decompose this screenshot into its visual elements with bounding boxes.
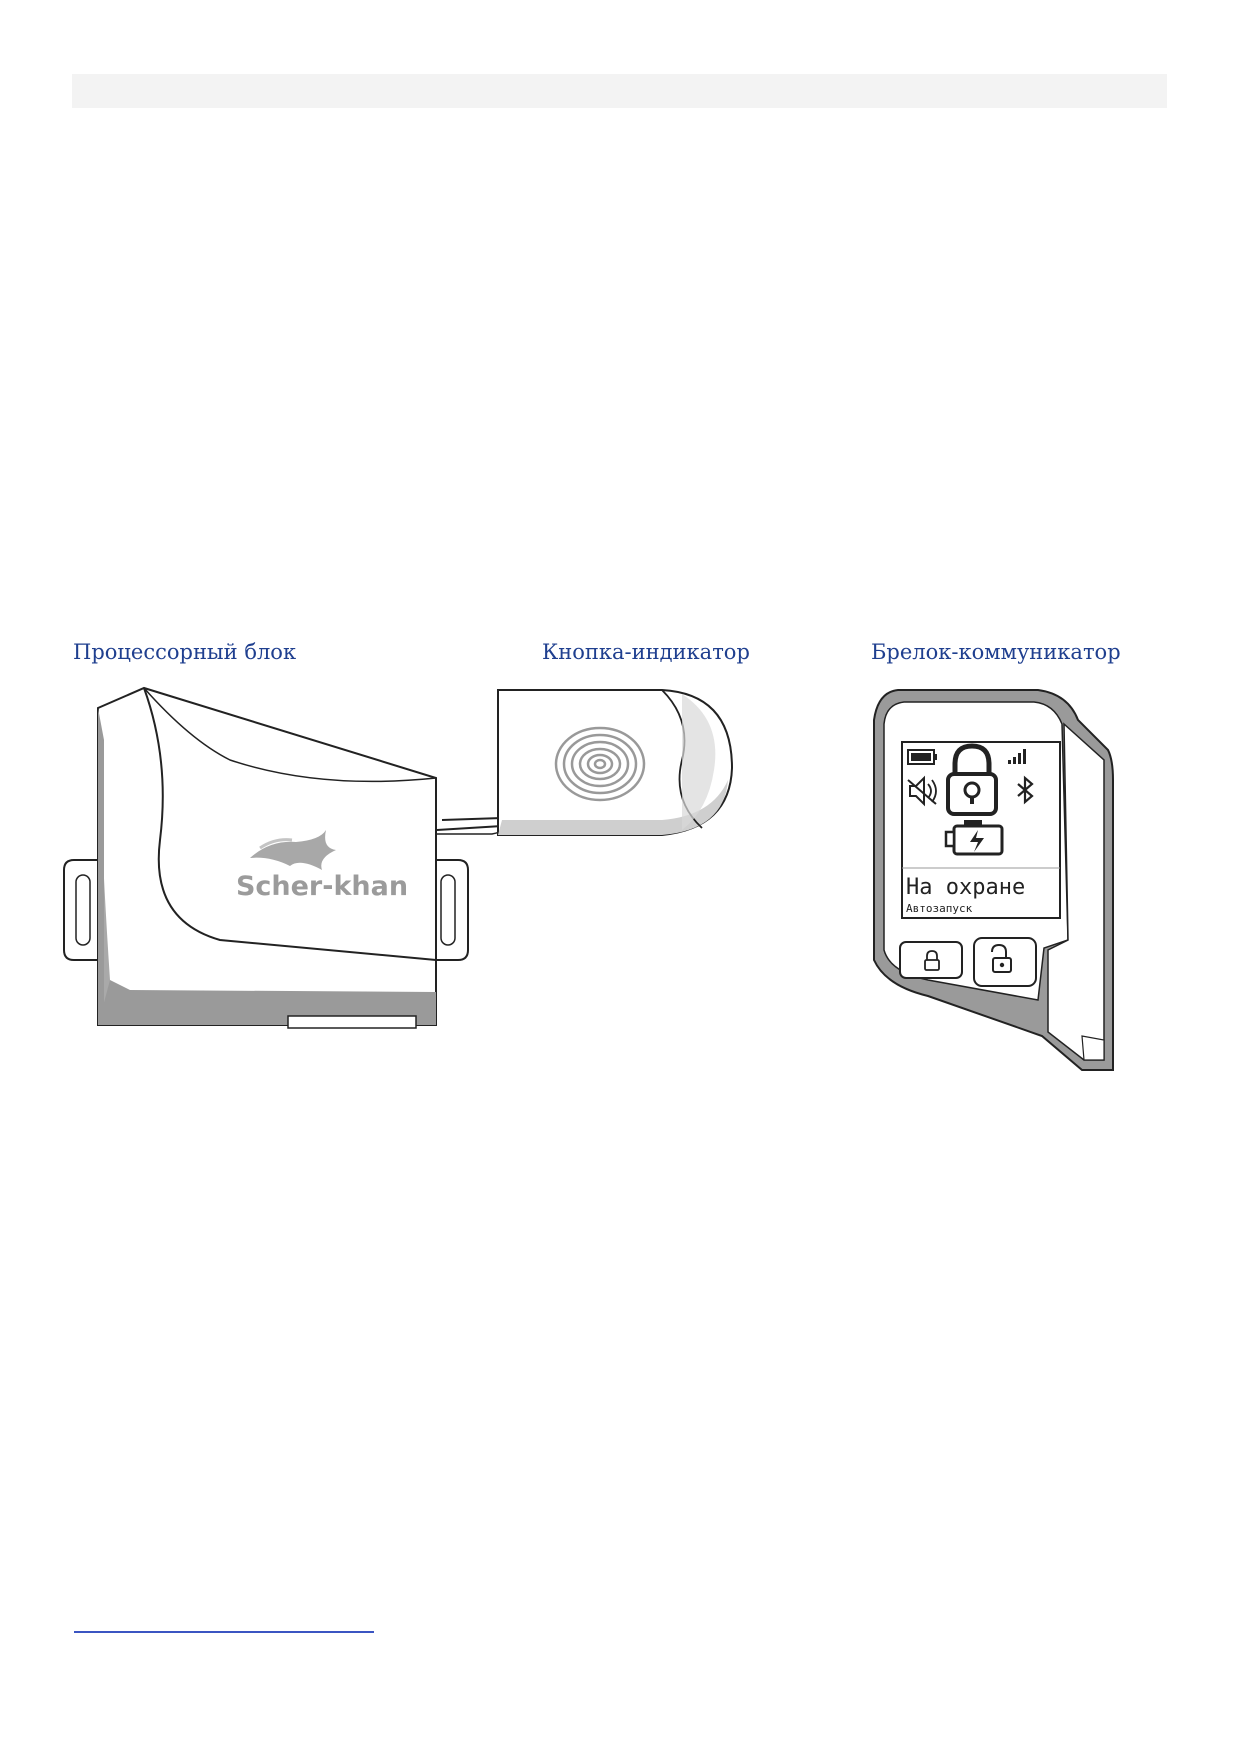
armed-lock-icon: [946, 743, 998, 816]
keyfob-screen-status: На охране: [906, 875, 1025, 900]
keyfob-illustration: На охране Автозапуск: [873, 689, 1114, 1071]
keyfob-screen-mode: Автозапуск: [906, 902, 973, 915]
header-bar: [72, 74, 1167, 108]
bluetooth-icon: [1017, 775, 1034, 805]
caption-indicator-button: Кнопка-индикатор: [542, 640, 750, 664]
lock-open-icon: [991, 943, 1012, 973]
footnote-separator: [74, 1631, 374, 1633]
fingerprint-icon: [554, 726, 646, 802]
unlock-button[interactable]: [973, 937, 1037, 987]
engine-icon: [944, 820, 1004, 856]
lock-button[interactable]: [899, 941, 963, 979]
lock-closed-icon: [924, 950, 940, 971]
logo-text: Scher-khan: [236, 871, 408, 902]
caption-processor-unit: Процессорный блок: [73, 640, 297, 664]
caption-keyfob: Брелок-коммуникатор: [871, 640, 1121, 664]
indicator-button-illustration: [436, 689, 734, 836]
signal-strength-icon: [1008, 749, 1026, 764]
logo-lion-icon: [250, 830, 336, 870]
processor-unit-illustration: Scher-khan: [63, 686, 469, 1029]
battery-icon: [907, 749, 937, 765]
sound-muted-icon: [907, 775, 937, 807]
